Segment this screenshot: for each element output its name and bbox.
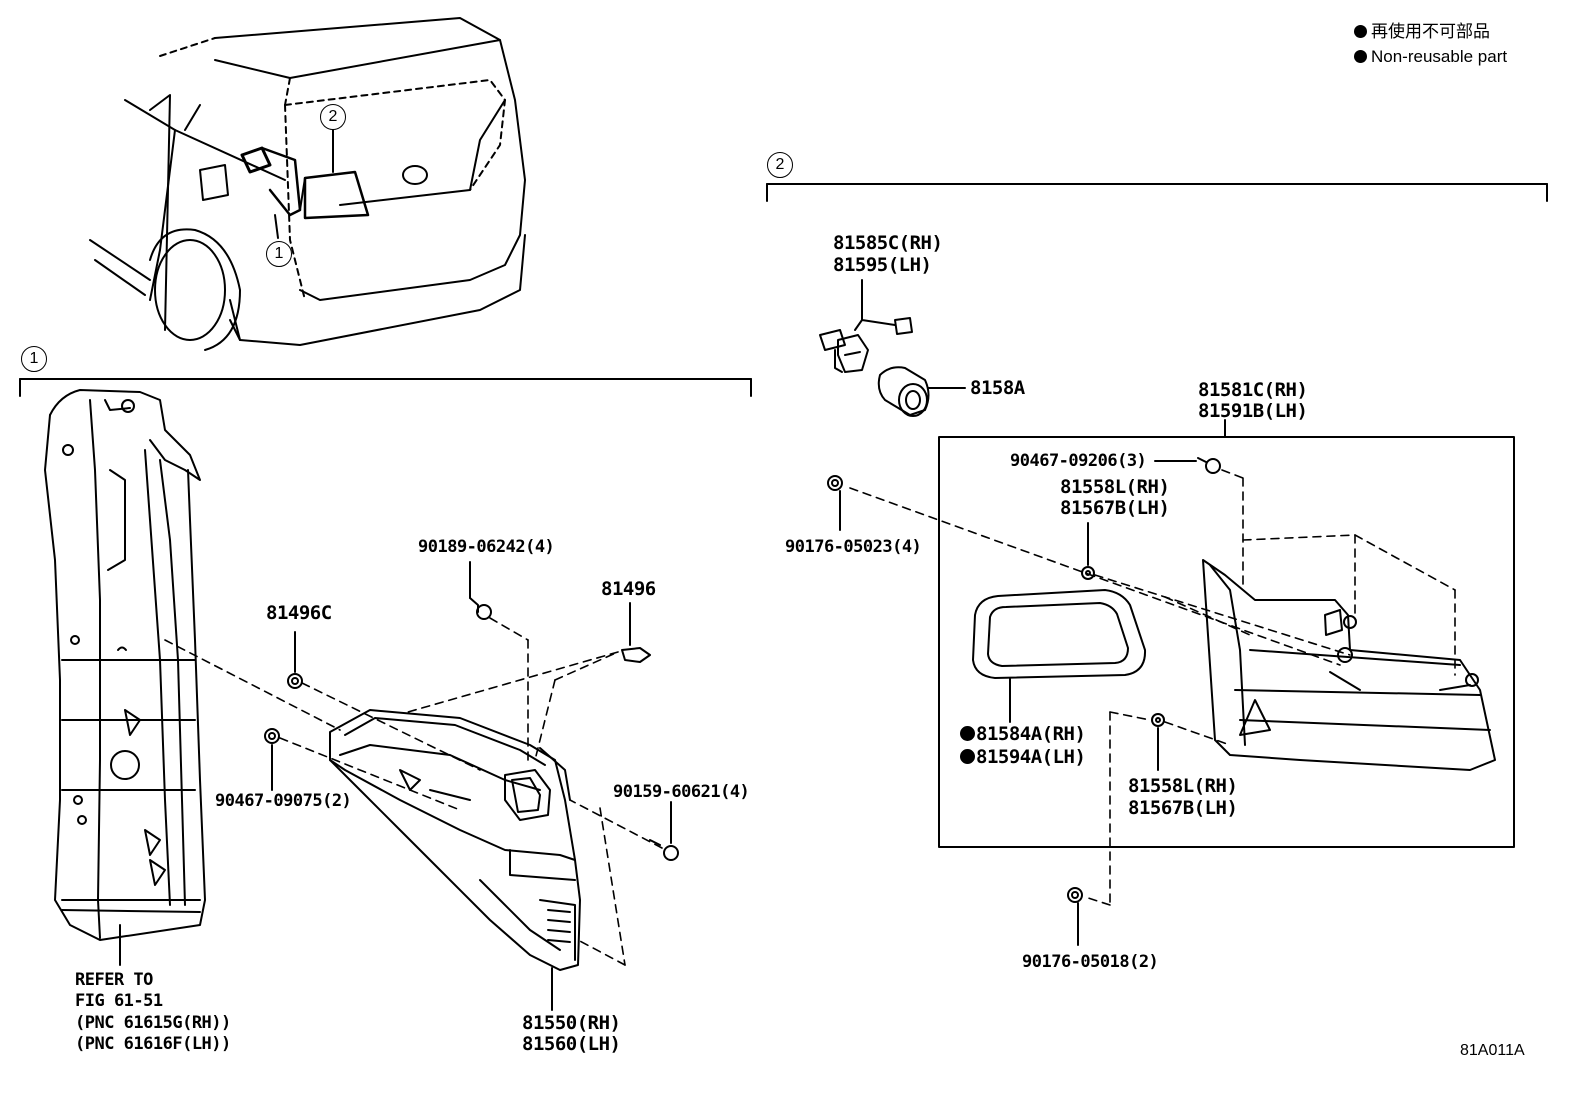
part-label-81591b: 81591B(LH)	[1198, 400, 1308, 422]
legend-en: Non-reusable part	[1354, 47, 1507, 67]
part-label-81550: 81550(RH)	[522, 1012, 621, 1034]
refer-line-1: REFER TO	[75, 970, 153, 990]
legend-jp: 再使用不可部品	[1354, 22, 1490, 42]
part-label-90159-60621: 90159-60621(4)	[613, 782, 750, 802]
section2-marker: 2	[767, 152, 793, 178]
tail-lamp-inner	[1202, 559, 1496, 771]
part-label-81558l-top: 81558L(RH)	[1060, 476, 1170, 498]
section1-marker: 1	[21, 346, 47, 372]
tail-lamp-outer	[329, 709, 581, 1011]
part-label-81558l-bottom: 81558L(RH)	[1128, 775, 1238, 797]
figure-code: 81A011A	[1460, 1042, 1525, 1059]
quarter-panel	[44, 389, 206, 966]
gasket	[972, 589, 1147, 723]
part-label-8158a: 8158A	[970, 377, 1025, 399]
refer-line-3: (PNC 61615G(RH))	[75, 1013, 231, 1033]
part-label-81567b-bottom: 81567B(LH)	[1128, 797, 1238, 819]
refer-line-4: (PNC 61616F(LH))	[75, 1034, 231, 1054]
part-label-90467-09206: 90467-09206(3)	[1010, 451, 1147, 471]
part-label-81496c: 81496C	[266, 602, 332, 624]
bulb	[877, 366, 966, 417]
fasteners-section1	[264, 561, 679, 861]
section2-bracket	[766, 183, 1548, 202]
section1-bracket	[19, 378, 752, 397]
part-label-81581c: 81581C(RH)	[1198, 379, 1308, 401]
part-label-81496: 81496	[601, 578, 656, 600]
part-label-81584a: 81584A(RH)	[960, 723, 1086, 745]
part-label-81585c: 81585C(RH)	[833, 232, 943, 254]
socket-and-wire	[819, 279, 913, 373]
legend-en-text: Non-reusable part	[1371, 47, 1508, 66]
bullet-icon	[1354, 25, 1367, 38]
part-label-81560: 81560(LH)	[522, 1033, 621, 1055]
legend-jp-text: 再使用不可部品	[1371, 22, 1490, 41]
part-label-81594a-text: 81594A(LH)	[976, 746, 1086, 768]
callout-1: 1	[266, 241, 292, 267]
part-label-81567b-top: 81567B(LH)	[1060, 497, 1170, 519]
non-reusable-bullet-icon	[960, 726, 975, 741]
assembly-lines-section2	[849, 469, 1456, 906]
part-label-90189-06242: 90189-06242(4)	[418, 537, 555, 557]
refer-line-2: FIG 61-51	[75, 991, 163, 1011]
part-label-90176-05018: 90176-05018(2)	[1022, 952, 1159, 972]
non-reusable-bullet-icon	[960, 749, 975, 764]
fasteners-section2	[827, 457, 1221, 946]
bullet-icon	[1354, 50, 1367, 63]
part-label-81584a-text: 81584A(RH)	[976, 723, 1086, 745]
part-label-81595: 81595(LH)	[833, 254, 932, 276]
section2-box	[938, 419, 1515, 848]
vehicle-rear-view	[89, 17, 526, 351]
part-label-90467-09075: 90467-09075(2)	[215, 791, 352, 811]
assembly-lines-section1	[164, 617, 663, 966]
part-label-90176-05023: 90176-05023(4)	[785, 537, 922, 557]
part-label-81594a: 81594A(LH)	[960, 746, 1086, 768]
callout-2: 2	[320, 104, 346, 130]
